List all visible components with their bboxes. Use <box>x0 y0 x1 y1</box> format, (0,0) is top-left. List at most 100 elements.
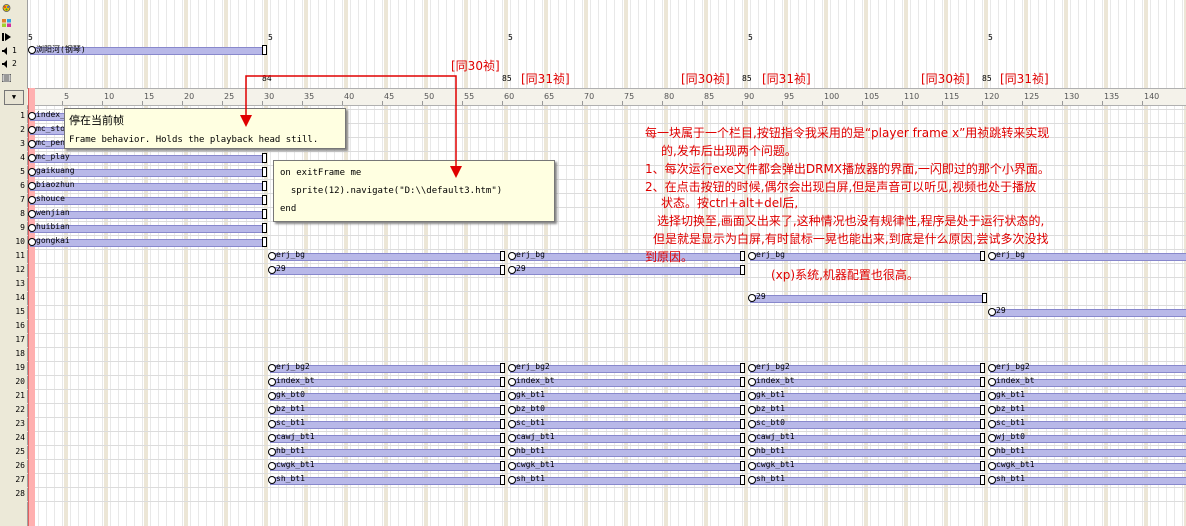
row-number[interactable]: 18 <box>15 349 25 358</box>
sprite-span[interactable]: 29 <box>268 264 505 275</box>
row-number[interactable]: 12 <box>15 265 25 274</box>
row-number[interactable]: 17 <box>15 335 25 344</box>
tempo-marker[interactable]: 5 <box>988 33 993 42</box>
sprite-span[interactable]: bz_bt1 <box>988 404 1186 415</box>
row-number[interactable]: 21 <box>15 391 25 400</box>
row-number[interactable]: 27 <box>15 475 25 484</box>
transition-channel-button[interactable] <box>2 17 24 28</box>
sprite-span[interactable]: sc_bt1 <box>508 418 745 429</box>
sprite-span[interactable]: index_bt <box>748 376 985 387</box>
playhead[interactable] <box>28 88 35 526</box>
row-number[interactable]: 16 <box>15 321 25 330</box>
tempo-marker[interactable]: 5 <box>28 33 33 42</box>
row-number[interactable]: 7 <box>20 195 25 204</box>
sprite-span[interactable]: cawj_bt1 <box>748 432 985 443</box>
sprite-span[interactable]: cawj_bt1 <box>268 432 505 443</box>
sound-channel-2[interactable]: 2 <box>2 58 24 69</box>
sprite-span[interactable]: sh_bt1 <box>508 474 745 485</box>
sprite-span[interactable]: index_bt <box>988 376 1186 387</box>
sound-channel-1[interactable]: 1 <box>2 45 24 56</box>
script-marker[interactable]: 84 <box>262 74 272 83</box>
sprite-span[interactable]: 29 <box>508 264 745 275</box>
sprite-span[interactable]: cwgk_bt1 <box>748 460 985 471</box>
sprite-span[interactable]: erj_bg <box>508 250 745 261</box>
row-number[interactable]: 3 <box>20 139 25 148</box>
sprite-span[interactable]: 29 <box>748 292 987 303</box>
sprite-span[interactable]: gk_bt1 <box>508 390 745 401</box>
sprite-span[interactable]: bz_bt1 <box>268 404 505 415</box>
script-marker[interactable]: 85 <box>742 74 752 83</box>
sprite-span[interactable]: hb_bt1 <box>748 446 985 457</box>
sprite-span[interactable]: sh_bt1 <box>268 474 505 485</box>
sprite-span[interactable]: erj_bg <box>268 250 505 261</box>
sprite-span[interactable]: hb_bt1 <box>268 446 505 457</box>
sprite-end-marker <box>500 265 505 275</box>
sprite-span[interactable]: sc_bt0 <box>748 418 985 429</box>
row-number[interactable]: 25 <box>15 447 25 456</box>
row-number[interactable]: 22 <box>15 405 25 414</box>
row-number[interactable]: 15 <box>15 307 25 316</box>
sound-sprite[interactable]: 浏阳河(钢琴) <box>28 45 267 55</box>
row-number[interactable]: 6 <box>20 181 25 190</box>
script-channel-button[interactable] <box>2 72 24 83</box>
sprite-span[interactable]: gk_bt1 <box>748 390 985 401</box>
sprite-span[interactable]: sc_bt1 <box>988 418 1186 429</box>
row-number[interactable]: 1 <box>20 111 25 120</box>
row-number[interactable]: 4 <box>20 153 25 162</box>
row-number[interactable]: 23 <box>15 419 25 428</box>
sprite-span[interactable]: cwgk_bt1 <box>268 460 505 471</box>
sprite-span[interactable]: wenjian <box>28 208 267 219</box>
script-marker[interactable]: 85 <box>502 74 512 83</box>
row-number[interactable]: 10 <box>15 237 25 246</box>
sprite-span[interactable]: biaozhun <box>28 180 267 191</box>
tempo-marker[interactable]: 5 <box>748 33 753 42</box>
sprite-span[interactable]: shouce <box>28 194 267 205</box>
sprite-span[interactable]: index_bt <box>508 376 745 387</box>
tempo-marker[interactable]: 5 <box>508 33 513 42</box>
sprite-span[interactable]: gk_bt1 <box>988 390 1186 401</box>
row-number[interactable]: 13 <box>15 279 25 288</box>
tempo-marker[interactable]: 5 <box>268 33 273 42</box>
sprite-span[interactable]: cwgk_bt1 <box>988 460 1186 471</box>
sprite-span[interactable]: sc_bt1 <box>268 418 505 429</box>
row-number[interactable]: 19 <box>15 363 25 372</box>
row-number[interactable]: 24 <box>15 433 25 442</box>
sprite-span[interactable]: erj_bg2 <box>268 362 505 373</box>
row-number[interactable]: 11 <box>15 251 25 260</box>
sprite-span[interactable]: hb_bt1 <box>988 446 1186 457</box>
sprite-span[interactable]: cawj_bt1 <box>508 432 745 443</box>
row-number[interactable]: 5 <box>20 167 25 176</box>
sprite-span[interactable]: mc_play <box>28 152 267 163</box>
row-number[interactable]: 2 <box>20 125 25 134</box>
sprite-span[interactable]: bz_bt1 <box>748 404 985 415</box>
sprite-span[interactable]: erj_bg <box>988 250 1186 261</box>
sprite-span[interactable]: cwgk_bt1 <box>508 460 745 471</box>
sprite-span[interactable]: 29 <box>988 306 1186 317</box>
sprite-span[interactable]: erj_bg2 <box>748 362 985 373</box>
sprite-span[interactable]: erj_bg <box>748 250 985 261</box>
sprite-span[interactable]: bz_bt0 <box>508 404 745 415</box>
row-number[interactable]: 28 <box>15 489 25 498</box>
sprite-span[interactable]: index_bt <box>268 376 505 387</box>
sprite-span[interactable]: huibian <box>28 222 267 233</box>
sprite-span[interactable]: hb_bt1 <box>508 446 745 457</box>
color-palette-button[interactable] <box>2 2 24 13</box>
sprite-span[interactable]: erj_bg2 <box>508 362 745 373</box>
sprite-span[interactable]: gaikuang <box>28 166 267 177</box>
row-number[interactable]: 26 <box>15 461 25 470</box>
sprite-span[interactable]: gk_bt0 <box>268 390 505 401</box>
chevron-down-icon[interactable]: ▼ <box>4 90 24 105</box>
script-marker[interactable]: 85 <box>982 74 992 83</box>
sprite-span[interactable]: sh_bt1 <box>988 474 1186 485</box>
sprite-span[interactable]: sh_bt1 <box>748 474 985 485</box>
row-number[interactable]: 14 <box>15 293 25 302</box>
palette-channel-button[interactable] <box>2 31 24 42</box>
sprite-span[interactable]: erj_bg2 <box>988 362 1186 373</box>
score-grid[interactable] <box>27 0 1186 526</box>
sprite-span[interactable]: wj_bt0 <box>988 432 1186 443</box>
row-number[interactable]: 9 <box>20 223 25 232</box>
row-number[interactable]: 8 <box>20 209 25 218</box>
row-number[interactable]: 20 <box>15 377 25 386</box>
sprite-span[interactable]: gongkai <box>28 236 267 247</box>
